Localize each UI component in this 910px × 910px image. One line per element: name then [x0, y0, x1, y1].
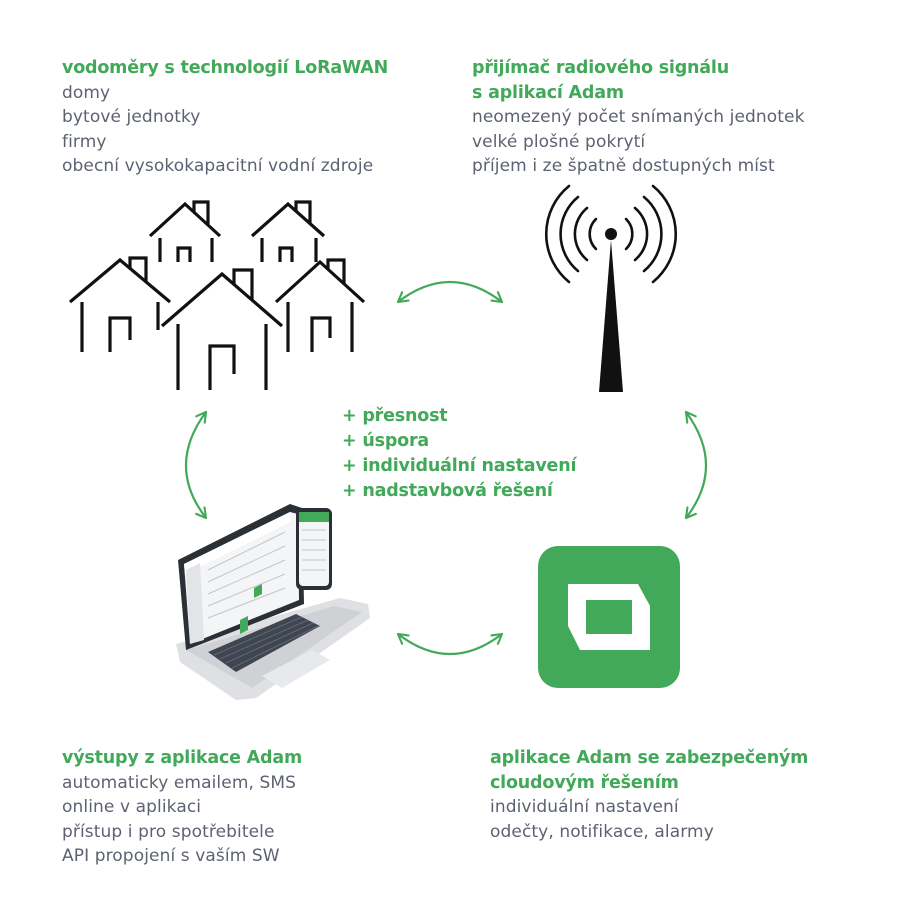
list-item: bytové jednotky	[62, 107, 201, 128]
list-item: firmy	[62, 131, 107, 152]
list-item: přístup i pro spotřebitele	[62, 821, 275, 842]
list-item: online v aplikaci	[62, 797, 202, 818]
double-headed-arrow-icon	[396, 632, 504, 656]
benefit-item: + nadstavbová řešení	[342, 481, 553, 501]
list-item: obecní vysokokapacitní vodní zdroje	[62, 156, 374, 177]
cloud-app-heading-line-2: cloudovým řešením	[490, 772, 679, 793]
list-item: individuální nastavení	[490, 797, 679, 818]
radio-antenna-icon	[545, 184, 677, 392]
houses-icon	[68, 200, 366, 390]
list-item: velké plošné pokrytí	[472, 131, 646, 152]
receiver-block: přijímač radiového signálu s aplikací Ad…	[472, 56, 805, 179]
adam-app-logo-icon	[538, 546, 680, 688]
list-item: API propojení s vaším SW	[62, 846, 280, 867]
cloud-app-heading-line-1: aplikace Adam se zabezpečeným	[490, 748, 809, 768]
list-item: domy	[62, 82, 111, 103]
double-headed-arrow-icon	[184, 410, 208, 520]
benefit-item: + individuální nastavení	[342, 456, 577, 476]
receiver-heading-line-2: s aplikací Adam	[472, 82, 624, 103]
list-item: odečty, notifikace, alarmy	[490, 821, 714, 842]
outputs-block: výstupy z aplikace Adam automaticky emai…	[62, 746, 302, 869]
benefit-item: + úspora	[342, 431, 430, 451]
cloud-app-block: aplikace Adam se zabezpečeným cloudovým …	[490, 746, 808, 844]
double-headed-arrow-icon	[396, 280, 504, 304]
list-item: příjem i ze špatně dostupných míst	[472, 156, 775, 177]
list-item: automaticky emailem, SMS	[62, 772, 297, 793]
benefits-list: + přesnost + úspora + individuální nasta…	[342, 404, 576, 504]
water-meters-block: vodoměry s technologií LoRaWAN domy byto…	[62, 56, 388, 179]
benefit-item: + přesnost	[342, 406, 448, 426]
double-headed-arrow-icon	[684, 410, 708, 520]
laptop-and-phone-icon	[176, 504, 370, 700]
list-item: neomezený počet snímaných jednotek	[472, 107, 805, 128]
outputs-heading: výstupy z aplikace Adam	[62, 748, 302, 768]
water-meters-heading: vodoměry s technologií LoRaWAN	[62, 58, 389, 78]
receiver-heading-line-1: přijímač radiového signálu	[472, 58, 729, 78]
